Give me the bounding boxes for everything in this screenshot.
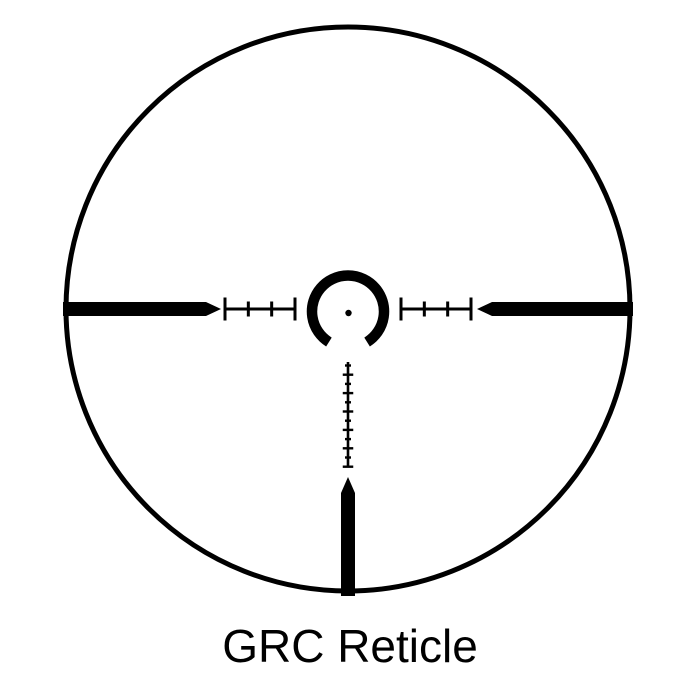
center-horseshoe bbox=[306, 270, 390, 347]
bottom-post bbox=[341, 477, 355, 596]
right-windage-ticks bbox=[399, 297, 473, 321]
right-windage-tick-mark bbox=[422, 301, 426, 317]
left-windage-tick-mark bbox=[246, 301, 250, 317]
left-windage-tick-mark bbox=[225, 307, 295, 311]
elevation-tick-mark bbox=[345, 401, 351, 404]
elevation-tick-mark bbox=[342, 391, 354, 395]
elevation-tick-mark bbox=[342, 373, 354, 376]
diagram-caption: GRC Reticle bbox=[222, 620, 478, 672]
elevation-tick-mark bbox=[345, 364, 351, 367]
right-windage-tick-mark bbox=[446, 301, 450, 317]
right-post bbox=[477, 302, 633, 316]
right-windage-tick-mark bbox=[401, 307, 471, 311]
right-windage-tick-mark bbox=[399, 297, 403, 321]
left-windage-tick-mark bbox=[293, 297, 297, 321]
elevation-tick-mark bbox=[345, 419, 351, 422]
left-post bbox=[63, 302, 221, 316]
elevation-tick-mark bbox=[342, 447, 354, 450]
elevation-tick-mark bbox=[342, 410, 354, 413]
elevation-tick-mark bbox=[345, 456, 351, 459]
elevation-tick-mark bbox=[346, 362, 350, 467]
center-aiming-dot bbox=[345, 309, 352, 317]
left-windage-tick-mark bbox=[270, 301, 274, 317]
left-windage-tick-mark bbox=[223, 297, 227, 321]
elevation-tick-mark bbox=[342, 465, 354, 468]
right-windage-tick-mark bbox=[469, 297, 473, 321]
elevation-tick-mark bbox=[342, 428, 354, 432]
elevation-tick-mark bbox=[345, 382, 351, 386]
left-windage-ticks bbox=[223, 297, 297, 321]
elevation-tick-mark bbox=[345, 437, 351, 441]
elevation-holdover-ladder bbox=[342, 362, 354, 468]
